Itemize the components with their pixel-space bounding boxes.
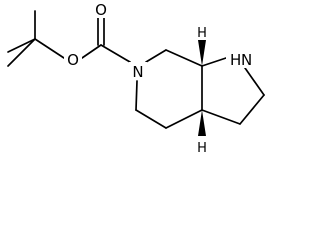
molecule-structure: O O N H N H H [7,0,265,156]
pyrrolidine-bond-c2-c3 [239,94,265,125]
ring-bond-c5-n [135,80,138,111]
ring-nitrogen-label: N [132,63,143,81]
ring-bond-c7-c7a [165,49,203,67]
pyrrolidine-bond-c7a-n [201,57,227,67]
ring-bond-c4-c5 [135,109,167,129]
tbutyl-bond-lower [7,38,36,67]
stereo-wedge-bottom [198,110,206,136]
ester-oxygen-label: O [67,51,79,69]
stereo-hydrogen-bottom-label: H [197,141,207,156]
pyrrolidine-nitrogen-label: N [241,51,252,69]
stereo-wedge-top [198,40,206,66]
carbonyl-oxygen-label: O [95,1,107,19]
stereo-hydrogen-top-label: H [197,26,207,41]
carbonyl-to-nitrogen-bond [100,44,131,63]
tbutyl-bond-left [7,38,36,53]
ring-bond-c3a-c4 [165,109,203,129]
tbutyl-to-oxygen-bond [34,38,65,59]
ring-bond-n-c7 [145,49,167,63]
pyrrolidine-nh-hydrogen-label: H [230,51,241,69]
oxygen-to-carbonyl-bond [81,44,102,59]
pyrrolidine-bond-c3-c3a [201,109,241,125]
pyrrolidine-bond-n-c2 [244,67,265,96]
